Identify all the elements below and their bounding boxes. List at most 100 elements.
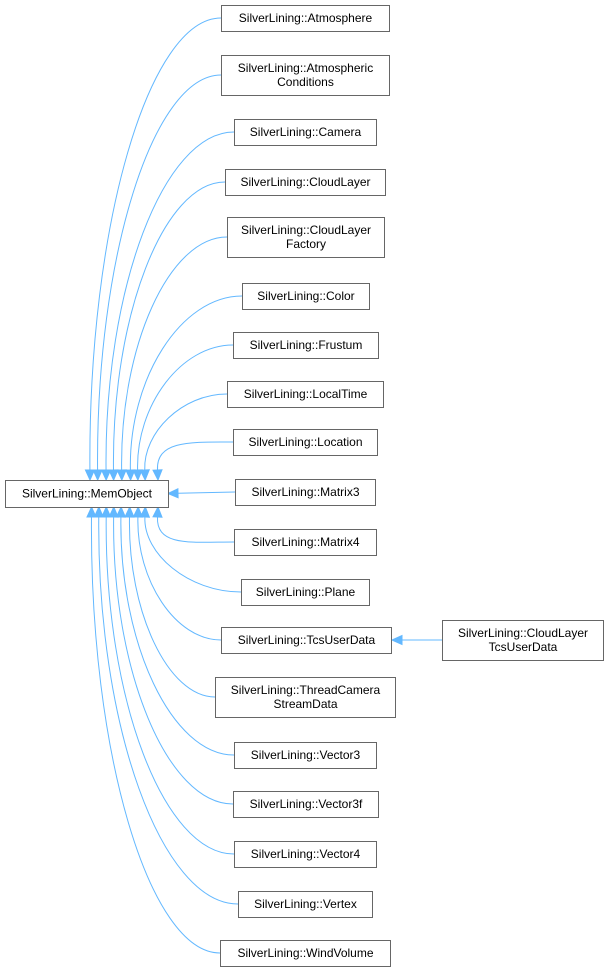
class-box [234,119,377,146]
arrowhead [124,505,135,518]
arrowhead [108,469,119,482]
arrowhead [132,505,144,518]
inheritance-edge [113,516,234,805]
inheritance-edge [112,181,226,471]
class-label: Conditions [277,75,334,89]
arrowhead [152,469,163,482]
class-box [227,217,385,258]
class-label: SilverLining::Camera [250,125,362,139]
class-node-camera[interactable]: SilverLining::Camera [234,119,377,146]
arrowhead [92,469,103,482]
class-label: SilverLining::Atmospheric [238,61,373,75]
class-node-vector3[interactable]: SilverLining::Vector3 [234,742,377,769]
class-box [225,169,386,196]
inheritance-edge [129,295,243,471]
arrowhead [93,505,105,518]
inheritance-edges [84,17,442,954]
arrowhead [116,469,127,482]
arrowhead [84,469,96,482]
class-nodes: SilverLining::MemObject SilverLining::Atm… [5,5,604,967]
class-node-matrix3[interactable]: SilverLining::Matrix3 [235,479,376,506]
class-label: SilverLining::Plane [256,585,356,599]
class-label: SilverLining::Vector3f [250,797,363,811]
class-box [5,480,169,508]
class-node-cloudlayer[interactable]: SilverLining::CloudLayer [225,169,386,196]
class-box [235,479,376,506]
class-box [221,55,390,96]
class-node-color[interactable]: SilverLining::Color [242,283,370,310]
class-label: StreamData [273,697,337,711]
class-box [238,891,373,918]
class-label: SilverLining::Vertex [254,897,357,911]
arrowhead [86,505,97,518]
class-label: SilverLining::Atmosphere [239,11,373,25]
class-label: SilverLining::Matrix4 [251,535,359,549]
class-box [234,529,377,556]
inheritance-edge [144,393,228,471]
class-box [221,5,390,32]
class-node-tcsuserdata[interactable]: SilverLining::TcsUserData [221,627,392,654]
class-box [227,381,384,408]
class-box [233,332,379,359]
inheritance-edge [177,491,236,494]
inheritance-edge [128,516,216,698]
inheritance-edge [121,236,228,471]
class-label: SilverLining::Vector3 [251,748,361,762]
class-box [220,940,391,967]
arrowhead [152,505,163,518]
class-box [233,791,379,818]
class-node-windvolume[interactable]: SilverLining::WindVolume [220,940,391,967]
class-label: SilverLining::Matrix3 [251,485,359,499]
class-node-localtime[interactable]: SilverLining::LocalTime [227,381,384,408]
class-node-vector4[interactable]: SilverLining::Vector4 [234,841,377,868]
inheritance-edge [120,516,235,756]
class-node-vertex[interactable]: SilverLining::Vertex [238,891,373,918]
arrowhead [390,634,403,646]
arrowhead [115,505,127,518]
arrowhead [139,505,151,518]
class-box [241,579,370,606]
class-box [233,429,378,456]
class-node-vector3f[interactable]: SilverLining::Vector3f [233,791,379,818]
inheritance-edge [105,516,235,855]
class-node-frustum[interactable]: SilverLining::Frustum [233,332,379,359]
arrowhead [166,487,179,499]
class-label: SilverLining::CloudLayer [240,175,370,189]
inheritance-edge [137,516,222,641]
class-box [234,742,377,769]
class-node-matrix4[interactable]: SilverLining::Matrix4 [234,529,377,556]
class-box [242,283,370,310]
inheritance-edge [90,516,221,954]
inheritance-edge [156,516,235,543]
inheritance-edge [105,131,235,471]
inheritance-edge [98,516,239,905]
inheritance-edge [137,344,234,471]
inheritance-edge [156,441,234,471]
class-label: SilverLining::ThreadCamera [231,683,381,697]
arrowhead [139,469,151,482]
class-label: SilverLining::CloudLayer [241,223,371,237]
class-box [234,841,377,868]
class-node-atmosphere[interactable]: SilverLining::Atmosphere [221,5,390,32]
class-label: TcsUserData [489,640,558,654]
class-label: SilverLining::Location [248,435,362,449]
class-label: Factory [286,237,326,251]
inheritance-edge [89,17,222,471]
class-box [442,620,604,661]
class-label: SilverLining::MemObject [22,487,153,501]
class-box [221,627,392,654]
class-node-location[interactable]: SilverLining::Location [233,429,378,456]
class-node-memobject[interactable]: SilverLining::MemObject [5,480,169,508]
class-box [215,677,396,718]
class-node-plane[interactable]: SilverLining::Plane [241,579,370,606]
class-label: SilverLining::Vector4 [251,847,361,861]
class-label: SilverLining::CloudLayer [458,626,588,640]
class-label: SilverLining::Frustum [250,338,363,352]
class-label: SilverLining::TcsUserData [238,633,376,647]
inheritance-edge [97,74,222,471]
